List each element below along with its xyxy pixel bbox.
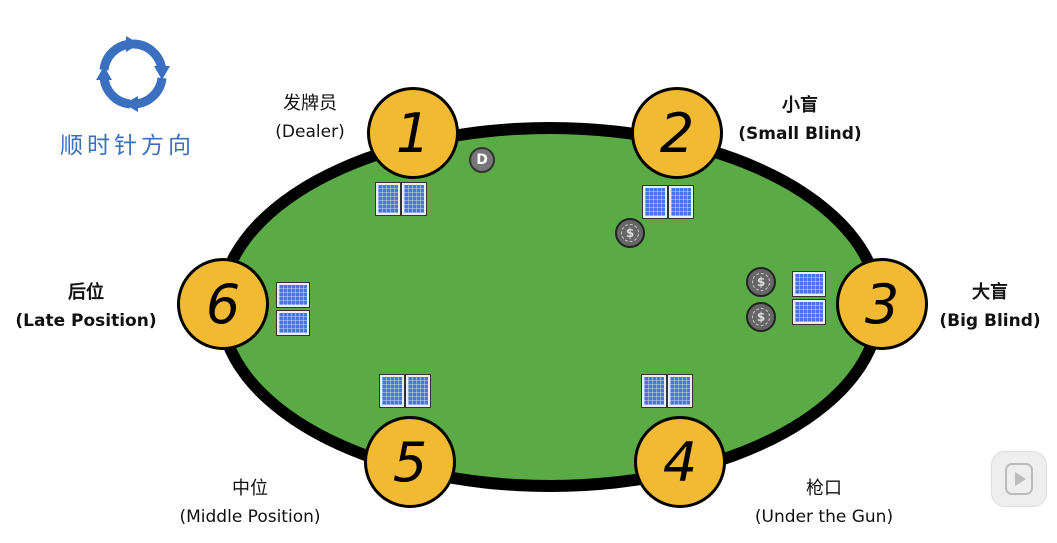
card-back: [402, 183, 426, 215]
card-back: [380, 375, 404, 407]
seat-2-label: 小盲 (Small Blind): [728, 92, 872, 148]
play-icon: [1005, 463, 1033, 495]
seat-2-cn: 小盲: [782, 95, 818, 116]
seat-4-en: (Under the Gun): [754, 507, 894, 527]
dealer-button: D: [469, 147, 495, 173]
seat-5: 5: [364, 416, 456, 508]
card-back: [669, 186, 693, 218]
seat-1-en: (Dealer): [275, 122, 345, 142]
seat-number: 3: [864, 272, 900, 336]
seat-number: 1: [395, 101, 431, 165]
seat-5-cn: 中位: [232, 478, 268, 499]
seat-3: 3: [836, 258, 928, 350]
card-back: [376, 183, 400, 215]
clockwise-direction-label: 顺时针方向: [60, 133, 195, 159]
seat-number: 6: [205, 272, 241, 336]
seat-2-hole-cards: [643, 186, 693, 218]
seat-6-cn: 后位: [68, 282, 104, 303]
seat-5-label: 中位 (Middle Position): [160, 475, 340, 531]
play-button[interactable]: [991, 451, 1047, 507]
card-back: [277, 311, 309, 335]
card-back: [668, 375, 692, 407]
seat-6: 6: [177, 258, 269, 350]
table-felt: [227, 134, 873, 480]
seat-4: 4: [634, 416, 726, 508]
seat-number: 4: [662, 430, 698, 494]
seat-6-label: 后位 (Late Position): [10, 279, 162, 335]
seat-number: 5: [392, 430, 428, 494]
seat-6-en: (Late Position): [15, 311, 157, 331]
seat-3-label: 大盲 (Big Blind): [935, 279, 1045, 335]
card-back: [793, 272, 825, 296]
seat-3-cn: 大盲: [972, 282, 1008, 303]
seat-5-en: (Middle Position): [179, 507, 321, 527]
card-back: [277, 283, 309, 307]
seat-4-cn: 枪口: [806, 478, 842, 499]
card-back: [793, 300, 825, 324]
seat-2-en: (Small Blind): [738, 124, 862, 144]
card-back: [643, 186, 667, 218]
seat-4-label: 枪口 (Under the Gun): [744, 475, 904, 531]
big-blind-chip: $: [746, 302, 776, 332]
seat-1-label: 发牌员 (Dealer): [250, 90, 370, 146]
seat-1-hole-cards: [376, 183, 426, 215]
card-back: [406, 375, 430, 407]
seat-3-hole-cards: [793, 272, 825, 324]
big-blind-chip: $: [746, 267, 776, 297]
clockwise-cycle-icon: [96, 36, 170, 112]
seat-number: 2: [659, 101, 695, 165]
seat-2: 2: [631, 87, 723, 179]
seat-1-cn: 发牌员: [283, 93, 337, 114]
card-back: [642, 375, 666, 407]
seat-5-hole-cards: [380, 375, 430, 407]
seat-3-en: (Big Blind): [939, 311, 1041, 331]
seat-4-hole-cards: [642, 375, 692, 407]
small-blind-chip: $: [615, 218, 645, 248]
seat-6-hole-cards: [277, 283, 309, 335]
seat-1: 1: [367, 87, 459, 179]
